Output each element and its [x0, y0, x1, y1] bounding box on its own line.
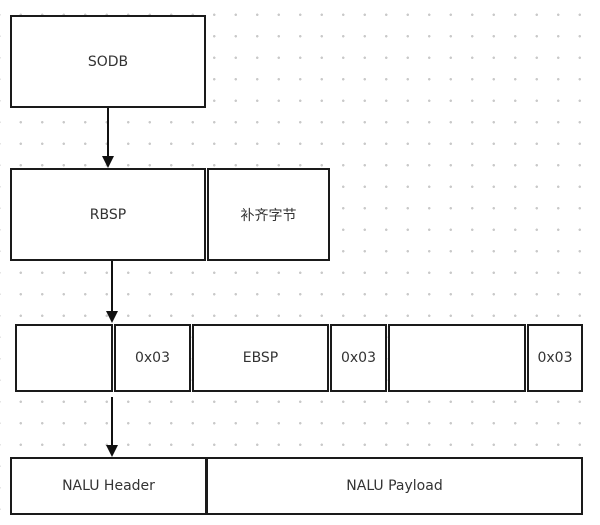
ebsp-segment-empty-1 [15, 324, 113, 392]
padding-bytes-label: 补齐字节 [240, 207, 297, 224]
nalu-header-label: NALU Header [62, 478, 155, 494]
nalu-payload-label: NALU Payload [346, 478, 443, 494]
arrow-ebsp-to-nalu [106, 397, 118, 457]
ebsp-segment-center: EBSP [192, 324, 329, 392]
sodb-label: SODB [87, 53, 129, 70]
arrow-sodb-to-rbsp [102, 108, 114, 168]
escape-byte-label-3: 0x03 [537, 350, 573, 366]
rbsp-box: RBSP [10, 168, 206, 261]
arrow-rbsp-to-ebsp [106, 261, 118, 323]
ebsp-segment-empty-2 [388, 324, 526, 392]
sodb-box: SODB [10, 15, 206, 108]
ebsp-escape-byte-2: 0x03 [330, 324, 387, 392]
escape-byte-label-2: 0x03 [340, 350, 376, 366]
ebsp-escape-byte-1: 0x03 [114, 324, 191, 392]
nalu-payload-box: NALU Payload [206, 457, 583, 515]
escape-byte-label-1: 0x03 [134, 350, 170, 366]
padding-bytes-box: 补齐字节 [207, 168, 330, 261]
ebsp-escape-byte-3: 0x03 [527, 324, 583, 392]
ebsp-label: EBSP [242, 350, 279, 366]
rbsp-label: RBSP [89, 206, 127, 223]
nalu-header-box: NALU Header [10, 457, 207, 515]
